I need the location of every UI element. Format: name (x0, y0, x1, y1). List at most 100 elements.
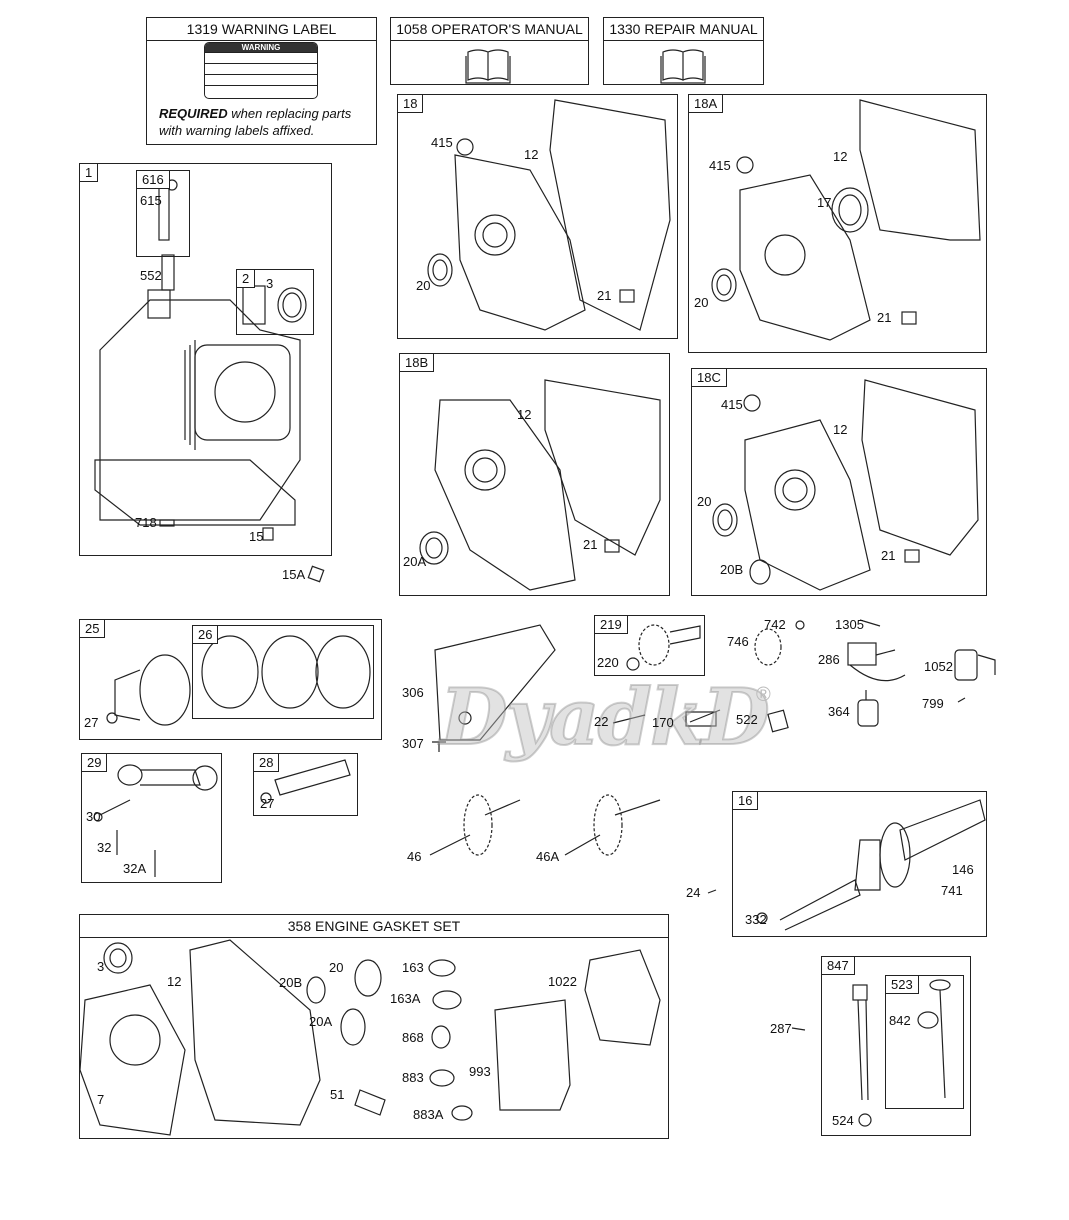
callout: 20 (694, 295, 709, 310)
callout: 552 (140, 268, 162, 283)
callout: 21 (597, 288, 612, 303)
gasket-set-drawing (79, 939, 661, 1136)
box-358-engine-gasket-set: 358 ENGINE GASKET SET (79, 914, 669, 1139)
box-29-connecting-rod: 29 (81, 753, 222, 883)
box-2: 2 (236, 269, 314, 335)
box-219: 219 (594, 615, 705, 676)
box-1-cylinder: 1 (79, 163, 332, 556)
box-523: 523 (885, 975, 964, 1109)
callout: 20 (416, 278, 431, 293)
required-text: REQUIRED (159, 106, 228, 121)
connecting-rod-drawing (93, 759, 351, 877)
callout: 163A (390, 991, 421, 1006)
callout: 364 (828, 704, 850, 719)
registered-mark: ® (756, 684, 771, 706)
callout: 22 (594, 714, 609, 729)
callout: 32 (97, 840, 112, 855)
callout: 170 (652, 715, 674, 730)
callout: 524 (832, 1113, 854, 1128)
box-tag: 1 (79, 163, 99, 182)
callout: 718 (135, 515, 157, 530)
callout: 27 (260, 796, 275, 811)
repair-manual-title: 1330 REPAIR MANUAL (604, 18, 763, 41)
box-tag: 18B (399, 353, 435, 372)
box-tag: 523 (885, 975, 919, 994)
callout: 146 (952, 862, 974, 877)
callout: 615 (140, 193, 162, 208)
box-18C: 18C (691, 368, 987, 596)
crankcase-cover-18B-drawing (419, 379, 661, 591)
warning-label-box: 1319 WARNING LABEL (146, 17, 377, 145)
box-tag: 25 (79, 619, 106, 638)
callout: 868 (402, 1030, 424, 1045)
box-16-crankshaft: 16 (732, 791, 987, 937)
callout: 20 (697, 494, 712, 509)
crankcase-cover-18-drawing (427, 99, 671, 331)
callout: 883A (413, 1107, 444, 1122)
gasket-set-title: 358 ENGINE GASKET SET (80, 915, 668, 938)
dipstick-drawing (791, 979, 951, 1127)
callout: 12 (517, 407, 532, 422)
callout: 741 (941, 883, 963, 898)
callout: 51 (330, 1087, 345, 1102)
callout: 3 (97, 959, 105, 974)
callout: 883 (402, 1070, 424, 1085)
book-icon (660, 49, 706, 84)
warning-label-image: WARNING (204, 42, 318, 99)
callout: 17 (817, 195, 832, 210)
callout: 24 (686, 885, 701, 900)
callout: 7 (97, 1092, 105, 1107)
callout: 30 (86, 809, 101, 824)
callout: 20A (309, 1014, 333, 1029)
crankcase-cover-18A-drawing (711, 99, 981, 341)
callout: 20A (403, 554, 427, 569)
callout: 21 (877, 310, 892, 325)
camshaft-drawing (429, 794, 661, 856)
note-line-2: with warning labels affixed. (159, 123, 315, 138)
callout: 842 (889, 1013, 911, 1028)
operator-manual-title: 1058 OPERATOR'S MANUAL (391, 18, 588, 41)
callout: 746 (727, 634, 749, 649)
callout: 993 (469, 1064, 491, 1079)
callout: 286 (818, 652, 840, 667)
box-tag: 847 (821, 956, 855, 975)
box-18B: 18B (399, 353, 670, 596)
callout: 163 (402, 960, 424, 975)
box-tag: 16 (732, 791, 759, 810)
box-tag: 29 (81, 753, 108, 772)
callout: 20B (279, 975, 303, 990)
cylinder-block-drawing (94, 179, 325, 583)
callout: 12 (524, 147, 539, 162)
callout: 332 (745, 912, 767, 927)
operator-manual-box: 1058 OPERATOR'S MANUAL (390, 17, 589, 85)
box-26-rings: 26 (192, 625, 374, 719)
callout: 46A (536, 849, 560, 864)
callout: 220 (597, 655, 619, 670)
warning-note: REQUIRED when replacing parts with warnin… (159, 105, 351, 139)
callout: 415 (431, 135, 453, 150)
warning-label-heading: WARNING (205, 43, 317, 52)
box-616: 616 (136, 170, 190, 257)
callout: 32A (123, 861, 147, 876)
box-tag: 616 (136, 170, 170, 189)
callout: 742 (764, 617, 786, 632)
callout: 27 (84, 715, 99, 730)
note-line-1: when replacing parts (227, 106, 352, 121)
box-18A: 18A (688, 94, 987, 353)
callout: 20 (329, 960, 344, 975)
camshaft-cover-306-drawing (432, 624, 556, 752)
box-847-dipstick: 847 (821, 956, 971, 1136)
callout: 20B (720, 562, 744, 577)
box-tag: 26 (192, 625, 219, 644)
callout: 1305 (835, 617, 864, 632)
warning-label-title: 1319 WARNING LABEL (147, 18, 376, 41)
callout: 12 (167, 974, 182, 989)
box-25-piston: 25 (79, 619, 382, 740)
box-18: 18 (397, 94, 678, 339)
callout: 287 (770, 1021, 792, 1036)
callout: 1022 (548, 974, 577, 989)
box-tag: 18 (397, 94, 424, 113)
callout: 3 (266, 276, 274, 291)
